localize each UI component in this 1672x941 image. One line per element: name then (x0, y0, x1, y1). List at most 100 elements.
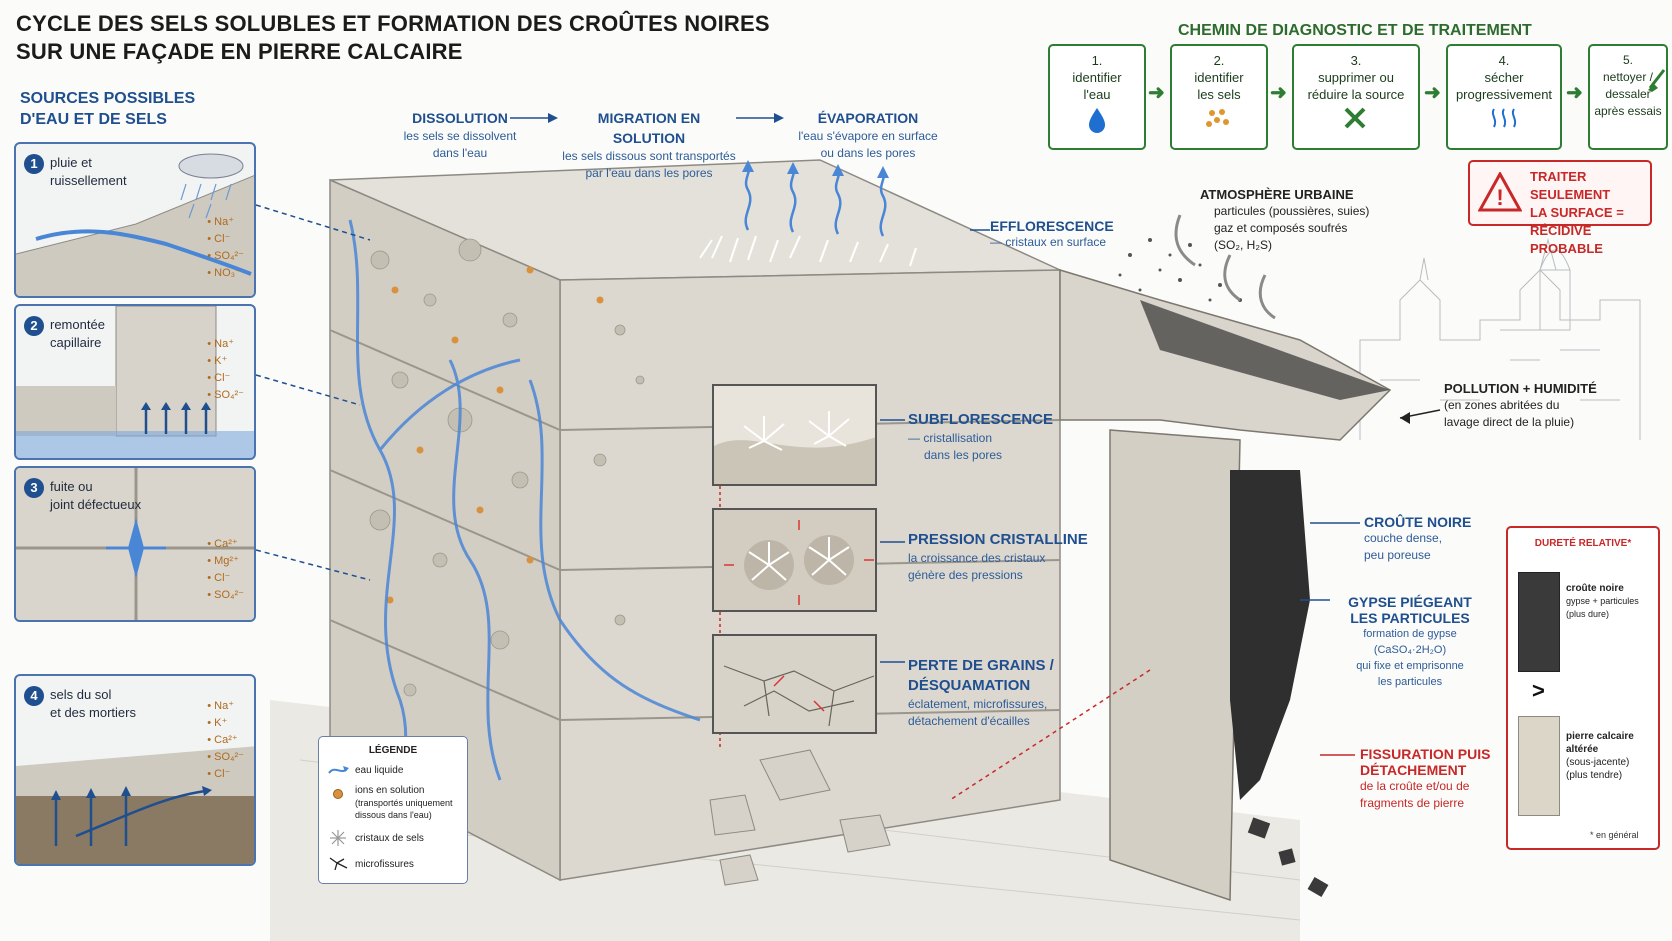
warning-text: TRAITER SEULEMENT LA SURFACE = RÉCIDIVE … (1530, 168, 1650, 258)
gypse-title-1: GYPSE PIÉGEANT (1348, 594, 1472, 610)
ion: K⁺ (207, 715, 244, 732)
warning-line-3: RÉCIDIVE PROBABLE (1530, 223, 1603, 256)
subflorescence-label: SUBFLORESCENCE — cristallisation dans le… (908, 410, 1053, 464)
source-box-soil: 4 sels du sol et des mortiers Na⁺ K⁺ Ca²… (14, 674, 256, 866)
croute-text-1: couche dense, (1364, 531, 1443, 545)
hardness-top-text-2: (plus dure) (1566, 609, 1610, 619)
microcracks (714, 636, 875, 732)
gypse-text-3: les particules (1377, 676, 1443, 688)
pollution-label: POLLUTION + HUMIDITÉ (en zones abritées … (1444, 380, 1597, 431)
diagnostic-step-3: 3. supprimer ou réduire la source (1292, 44, 1420, 150)
fissuration-title-1: FISSURATION PUIS (1360, 746, 1491, 762)
source-label-line-2: et des mortiers (50, 705, 136, 720)
migration-title: MIGRATION EN SOLUTION (597, 110, 701, 146)
svg-text:!: ! (1496, 185, 1503, 210)
atmosphere-bullet: gaz et composés soufrés (1214, 221, 1348, 235)
water-drop-icon (1089, 108, 1105, 133)
evaporation-text-2: ou dans les pores (820, 146, 916, 160)
step-line-1: supprimer ou (1318, 70, 1394, 85)
fissuration-text-2: fragments de pierre (1360, 796, 1465, 810)
step-line-2: réduire la source (1307, 87, 1405, 102)
tools-icon (1344, 107, 1366, 129)
diagnostic-step-4: 4. sécher progressivement (1446, 44, 1562, 150)
ion-dot-icon (333, 789, 343, 799)
hardness-note: * en général (1590, 830, 1639, 840)
ion-list: Ca²⁺ Mg²⁺ Cl⁻ SO₄²⁻ (207, 536, 244, 604)
ion: Cl⁻ (207, 570, 244, 587)
ion: Ca²⁺ (207, 536, 244, 553)
source-number: 1 (24, 154, 44, 174)
source-number: 3 (24, 478, 44, 498)
diagnostic-step-2: 2. identifier les sels (1170, 44, 1268, 150)
legend-label: ions en solution (355, 785, 425, 796)
ion-list: Na⁺ K⁺ Ca²⁺ SO₄²⁻ Cl⁻ (207, 698, 244, 783)
source-label: fuite ou joint défectueux (50, 478, 141, 514)
source-label-line-2: ruissellement (50, 173, 127, 188)
hardness-title: DURETÉ RELATIVE* (1534, 538, 1632, 549)
dissolution-title: DISSOLUTION (412, 110, 508, 126)
hardness-bottom-label: pierre calcaire altérée (sous-jacente) (… (1566, 730, 1634, 782)
step-line-1: nettoyer / (1602, 70, 1654, 84)
source-box-rain: 1 pluie et ruissellement Na⁺ Cl⁻ SO₄²⁻ N… (14, 142, 256, 298)
subflorescence-title: SUBFLORESCENCE (908, 411, 1054, 428)
dissolution-label: DISSOLUTION les sels se dissolvent dans … (398, 108, 522, 162)
step-arrow-icon: ➜ (1566, 82, 1583, 104)
dissolution-text-2: dans l'eau (432, 146, 488, 160)
step-line-3: après essais (1594, 104, 1662, 118)
atmosphere-label: ATMOSPHÈRE URBAINE particules (poussière… (1200, 186, 1369, 254)
source-label-line-2: capillaire (50, 335, 102, 350)
sources-heading: SOURCES POSSIBLES D'EAU ET DE SELS (20, 88, 195, 130)
ion: Na⁺ (207, 214, 244, 231)
pression-title: PRESSION CRISTALLINE (908, 531, 1088, 548)
source-label-line-1: remontée (50, 317, 105, 332)
legend-label: eau liquide (355, 765, 404, 776)
ion: SO₄²⁻ (207, 749, 244, 766)
hardness-bottom-title-1: pierre calcaire (1566, 731, 1634, 742)
atmosphere-title: ATMOSPHÈRE URBAINE (1200, 187, 1354, 202)
soil-illustration (16, 746, 254, 864)
perte-text-2: détachement d'écailles (908, 714, 1030, 728)
step-line-1: identifier (1194, 70, 1244, 85)
step-arrow-icon: ➜ (1424, 82, 1441, 104)
step-number: 5. (1622, 53, 1633, 67)
pression-crystals (714, 510, 875, 610)
ion: K⁺ (207, 353, 244, 370)
fissuration-text-1: de la croûte et/ou de (1360, 779, 1470, 793)
diagnostic-step-5: 5. nettoyer / dessaler après essais (1588, 44, 1668, 150)
sources-heading-line-1: SOURCES POSSIBLES (20, 90, 196, 107)
hardness-top-text-1: gypse + particules (1566, 596, 1639, 606)
dissolution-text-1: les sels se dissolvent (403, 129, 517, 143)
step-line-1: identifier (1072, 70, 1122, 85)
atmosphere-bullet: particules (poussières, suies) (1214, 204, 1370, 218)
pression-label: PRESSION CRISTALLINE la croissance des c… (908, 530, 1088, 584)
hardness-bottom-title-2: altérée (1566, 744, 1599, 755)
source-label: sels du sol et des mortiers (50, 686, 136, 722)
hardness-bottom-text-1: (sous-jacente) (1566, 757, 1630, 768)
ion: Na⁺ (207, 336, 244, 353)
hardness-top-title: croûte noire (1566, 583, 1624, 594)
fissuration-label: FISSURATION PUIS DÉTACHEMENT de la croût… (1360, 746, 1490, 812)
step-arrow-icon: ➜ (1148, 82, 1165, 104)
salt-dots-icon (1206, 109, 1229, 127)
capillary-illustration (16, 306, 254, 458)
legend-title: LÉGENDE (368, 745, 418, 756)
perte-title-1: PERTE DE GRAINS / (908, 657, 1054, 674)
source-label: pluie et ruissellement (50, 154, 127, 190)
limestone-sample (1518, 716, 1560, 816)
page-title: CYCLE DES SELS SOLUBLES ET FORMATION DES… (16, 10, 770, 66)
black-crust-sample (1518, 572, 1560, 672)
source-label-line-1: pluie et (50, 155, 92, 170)
efflorescence-label: EFFLORESCENCE — cristaux en surface (990, 218, 1114, 251)
step-line-2: l'eau (1083, 87, 1111, 102)
brush-icon (1648, 69, 1666, 92)
hardness-compare: > (1532, 678, 1545, 703)
perte-text-1: éclatement, microfissures, (908, 697, 1048, 711)
evaporation-title: ÉVAPORATION (817, 110, 919, 126)
gypse-label: GYPSE PIÉGEANT LES PARTICULES formation … (1330, 594, 1490, 690)
ion: SO₄²⁻ (207, 387, 244, 404)
step-line-2: dessaler (1605, 87, 1651, 101)
evaporation-label: ÉVAPORATION l'eau s'évapore en surface o… (788, 108, 948, 162)
migration-text-1: les sels dissous sont transportés (562, 149, 736, 163)
step-number: 4. (1498, 53, 1510, 68)
source-label-line-2: joint défectueux (50, 497, 142, 512)
